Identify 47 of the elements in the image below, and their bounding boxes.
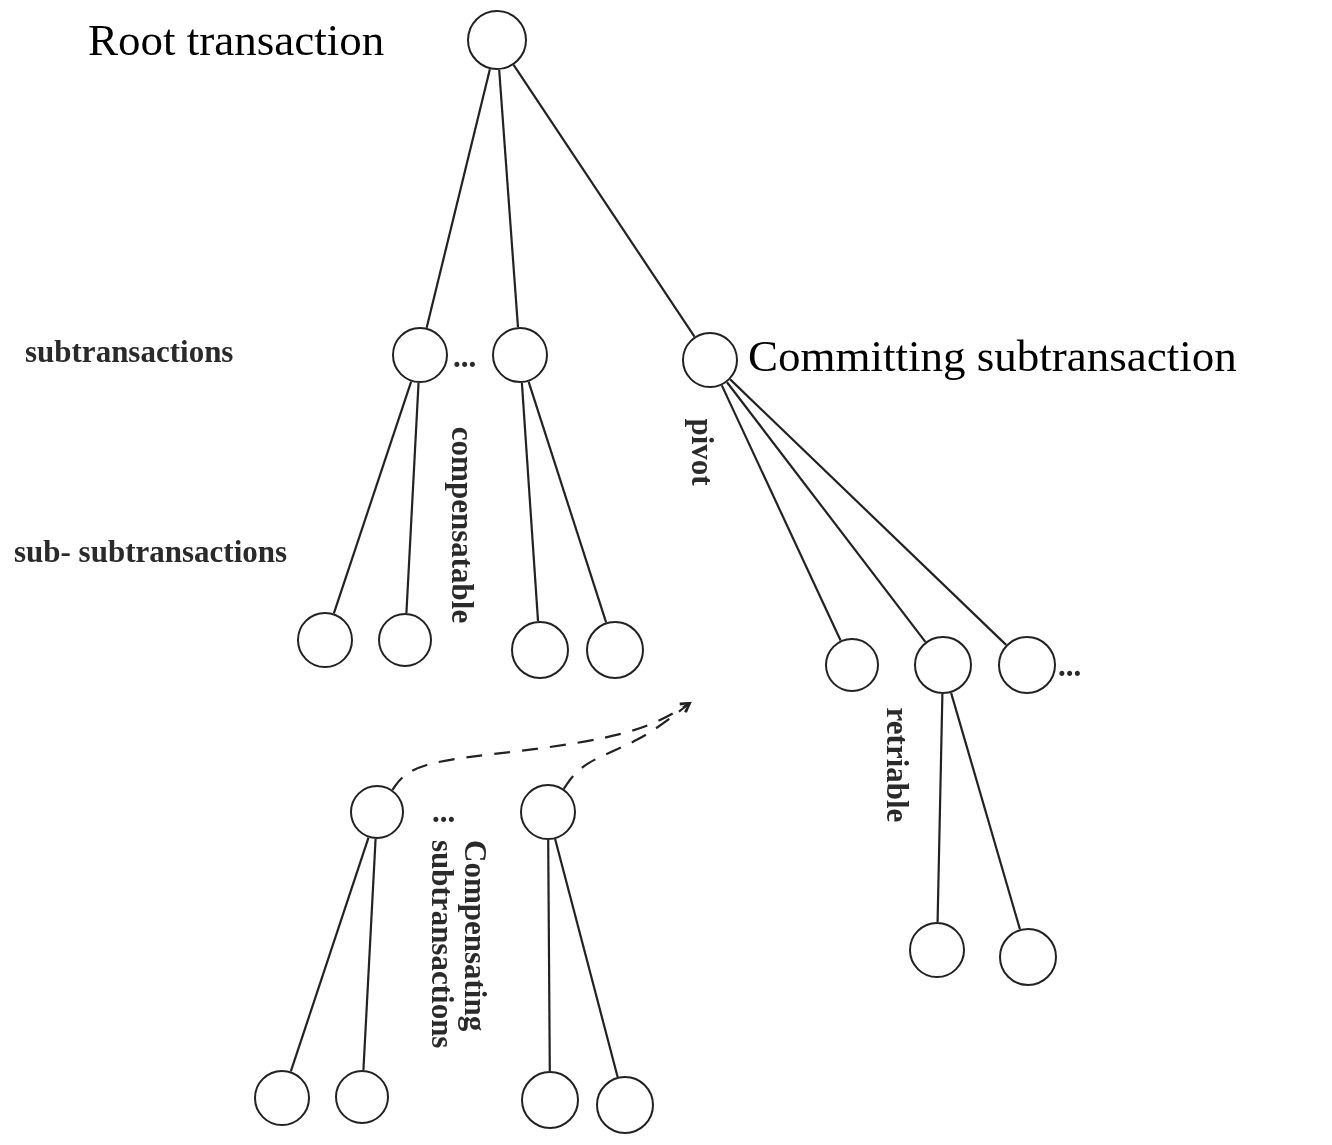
annotation-label: subtransactions — [25, 336, 234, 369]
tree-line — [950, 692, 1021, 930]
circle-node — [999, 928, 1057, 986]
tree-line — [425, 68, 491, 329]
circle-node — [521, 1071, 579, 1129]
node-caption: Root transaction — [88, 18, 385, 63]
circle-node — [998, 636, 1056, 694]
annotation-label: compensatable — [445, 426, 479, 624]
circle-node — [378, 613, 432, 667]
circle-node — [586, 621, 644, 679]
tree-line — [362, 838, 377, 1071]
tree-line — [554, 838, 619, 1078]
tree-line — [729, 378, 1007, 646]
circle-node — [335, 1070, 389, 1124]
tree-line — [547, 840, 551, 1071]
circle-node — [596, 1076, 654, 1134]
annotation-label: ... — [432, 796, 456, 829]
circle-node — [909, 922, 965, 978]
circle-node — [492, 327, 548, 383]
circle-node — [467, 10, 527, 70]
annotation-label: retriable — [880, 707, 914, 823]
circle-node — [682, 332, 738, 388]
annotation-label: Compensating subtransactions — [425, 840, 491, 1051]
circle-node — [825, 638, 879, 692]
circle-node — [350, 785, 404, 839]
tree-line — [720, 384, 842, 641]
annotation-label: sub- subtransactions — [14, 536, 289, 569]
circle-node — [914, 636, 972, 694]
node-caption: Committing subtransaction — [748, 334, 1237, 379]
dashed-arrow — [562, 702, 691, 790]
tree-line — [289, 837, 370, 1072]
annotation-label: ... — [453, 341, 477, 374]
tree-line — [498, 69, 520, 328]
tree-line — [527, 381, 608, 623]
circle-node — [511, 621, 569, 679]
tree-line — [512, 64, 696, 338]
annotation-label: ... — [1058, 650, 1082, 683]
circle-node — [297, 612, 353, 668]
tree-line — [520, 382, 540, 622]
circle-node — [520, 784, 576, 840]
circle-node — [254, 1070, 310, 1126]
circle-node — [392, 327, 448, 383]
tree-line — [936, 693, 944, 923]
tree-line — [332, 381, 413, 614]
tree-line — [405, 382, 420, 614]
tree-line — [726, 381, 927, 643]
annotation-label: pivot — [685, 418, 719, 486]
